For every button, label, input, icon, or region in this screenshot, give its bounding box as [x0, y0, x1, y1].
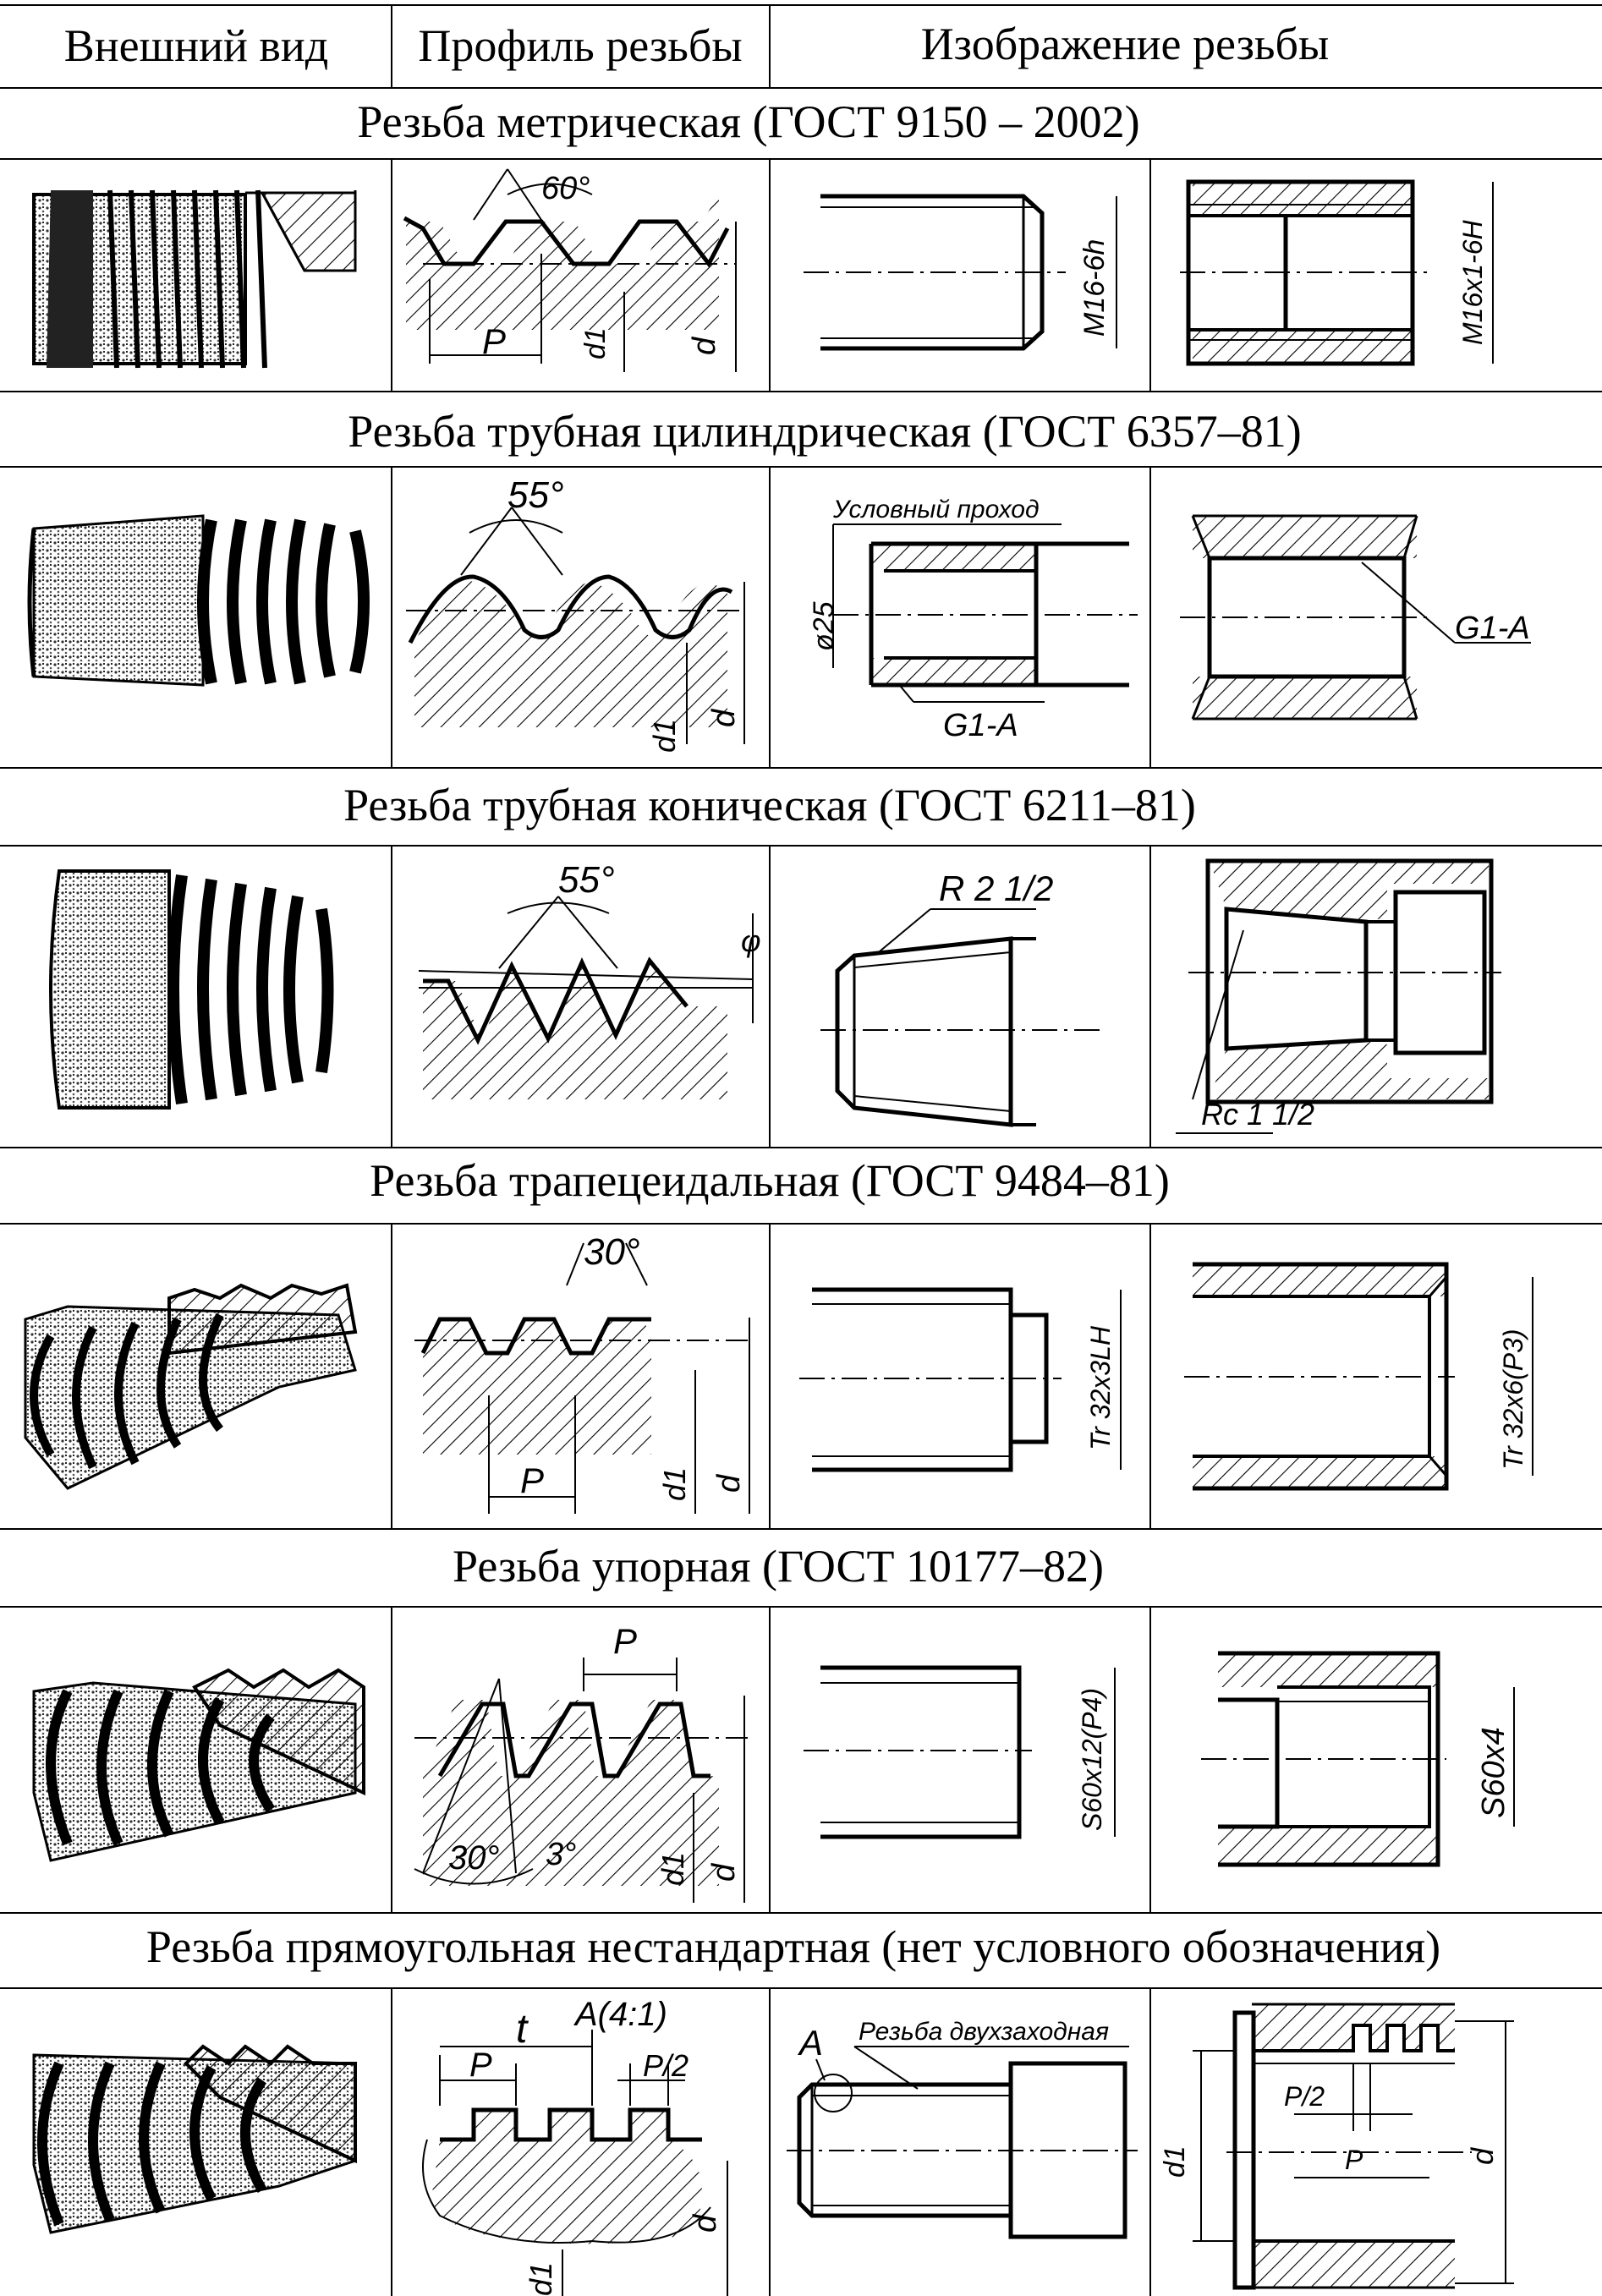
pipe-cyl-external-drawing: [832, 523, 1138, 703]
pipe-cyl-external-view: [27, 514, 370, 687]
trap-pitch-label: P: [520, 1460, 544, 1500]
square-profile: [422, 2030, 728, 2296]
pipe-cyl-note: Условный проход: [832, 496, 1040, 523]
buttress-external-designation: S60x12(P4): [1077, 1688, 1107, 1831]
square-d-label: d: [688, 2213, 723, 2233]
metric-d-label: d: [687, 336, 722, 355]
buttress-d-label: d: [706, 1862, 742, 1882]
header-col2: Профиль резьбы: [418, 20, 742, 71]
pipe-con-internal-designation: Rc 1 1/2: [1201, 1097, 1314, 1132]
header-col3: Изображение резьбы: [921, 19, 1330, 69]
square-internal-half-pitch-label: P/2: [1284, 2081, 1325, 2112]
trap-angle-label: 30°: [584, 1231, 640, 1273]
buttress-angle2-label: 3°: [546, 1837, 576, 1872]
header-col1: Внешний вид: [64, 20, 329, 71]
pipe-cyl-internal-designation: G1-A: [1455, 611, 1530, 646]
pipe-con-external-designation: R 2 1/2: [939, 869, 1053, 908]
buttress-angle-label: 30°: [448, 1839, 500, 1877]
row-title-trapezoidal: Резьба трапецеидальная (ГОСТ 9484–81): [370, 1155, 1170, 1206]
metric-internal-drawing: [1180, 179, 1494, 366]
square-scale-label: A(4:1): [573, 1996, 667, 2033]
metric-external-view: [32, 189, 357, 369]
metric-profile: [403, 168, 737, 372]
buttress-internal-drawing: [1201, 1651, 1515, 1867]
trap-internal-designation: Tr 32x6(P3): [1498, 1329, 1528, 1470]
pipe-con-external-drawing: [820, 908, 1100, 1127]
trap-d-label: d: [711, 1473, 747, 1493]
row-title-pipe-conical: Резьба трубная коническая (ГОСТ 6211–81): [343, 780, 1196, 830]
pipe-con-phi-label: φ: [741, 923, 760, 958]
pipe-con-external-view: [49, 869, 334, 1110]
square-t-label: t: [516, 2007, 529, 2052]
buttress-external-view: [32, 1668, 365, 1862]
trap-internal-drawing: [1184, 1262, 1533, 1491]
pipe-con-profile: [418, 896, 754, 1099]
pipe-cyl-internal-drawing: [1180, 514, 1531, 721]
square-internal-d-label: d: [1465, 2147, 1500, 2165]
metric-d1-label: d1: [579, 327, 612, 359]
row-title-square: Резьба прямоугольная нестандартная (нет …: [146, 1921, 1440, 1972]
grid-lines: [0, 4, 1602, 2296]
pipe-con-internal-drawing: [1176, 858, 1501, 1134]
square-internal-pitch-label: P: [1345, 2145, 1363, 2175]
pipe-cyl-external-designation: G1-A: [943, 708, 1018, 743]
buttress-d1-label: d1: [656, 1852, 690, 1886]
square-internal-d1-label: d1: [1159, 2145, 1191, 2178]
pipe-cyl-diameter: ø25: [808, 601, 840, 651]
buttress-profile: [414, 1658, 753, 1903]
buttress-pitch-label: P: [613, 1621, 637, 1661]
square-note: Резьба двухзаходная: [859, 2018, 1109, 2046]
metric-external-drawing: [804, 194, 1117, 351]
square-external-drawing: [787, 2046, 1138, 2239]
metric-internal-designation: M16x1-6H: [1457, 220, 1488, 346]
row-title-metric: Резьба метрическая (ГОСТ 9150 – 2002): [357, 96, 1139, 147]
square-internal-drawing: [1193, 2003, 1514, 2290]
buttress-external-drawing: [804, 1665, 1116, 1839]
pipe-con-angle-label: 55°: [558, 859, 615, 901]
buttress-internal-designation: S60x4: [1476, 1727, 1511, 1818]
pipe-cyl-angle-label: 55°: [507, 474, 564, 516]
pipe-cyl-d-label: d: [706, 708, 742, 727]
trap-profile: [414, 1242, 753, 1514]
trap-d1-label: d1: [657, 1467, 692, 1501]
metric-pitch-label: P: [482, 321, 506, 361]
square-external-view: [32, 2044, 357, 2234]
metric-angle-label: 60°: [541, 171, 590, 206]
pipe-cyl-profile: [406, 507, 745, 744]
row-title-pipe-cylindrical: Резьба трубная цилиндрическая (ГОСТ 6357…: [348, 406, 1301, 457]
square-section-label: A: [797, 2023, 823, 2063]
square-d1-label: d1: [524, 2262, 558, 2296]
trap-external-drawing: [799, 1287, 1122, 1472]
metric-external-designation: M16-6h: [1078, 239, 1111, 337]
trap-external-view: [24, 1283, 358, 1490]
pipe-cyl-d1-label: d1: [647, 719, 682, 753]
square-half-pitch-label: P/2: [643, 2048, 689, 2083]
trap-external-designation: Tr 32x3LH: [1085, 1325, 1116, 1450]
row-title-buttress: Резьба упорная (ГОСТ 10177–82): [453, 1541, 1104, 1592]
square-pitch-label: P: [469, 2047, 492, 2084]
